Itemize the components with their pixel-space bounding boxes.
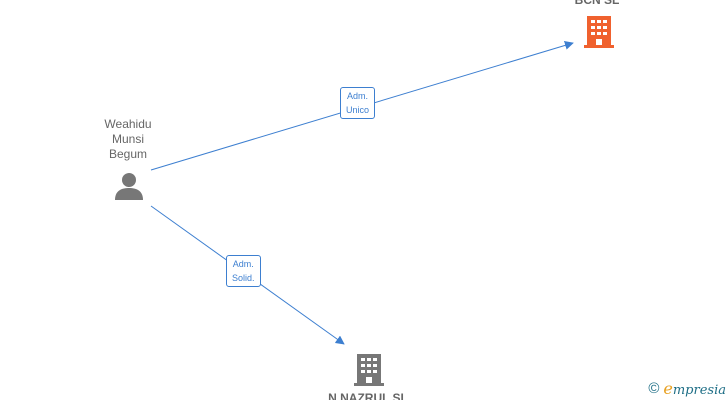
person-name-line: Munsi [111, 132, 144, 146]
person-icon[interactable] [114, 172, 144, 201]
company-top-name-label[interactable]: BCN SL [574, 0, 620, 7]
brand-logo: empresia [663, 379, 726, 398]
edge-label-adm-solid[interactable]: Adm. Solid. [226, 255, 261, 287]
person-name-line: Begum [108, 147, 148, 161]
company-bottom-name-label[interactable]: N NAZRUL SL [328, 391, 408, 400]
edge-label-adm-unico[interactable]: Adm. Unico [340, 87, 376, 119]
building-icon[interactable] [354, 352, 384, 386]
brand-name: mpresia [672, 383, 726, 398]
person-name-label: Weahidu Munsi Begum [104, 117, 151, 162]
brand-initial: e [663, 379, 673, 398]
copyright-icon: © [648, 380, 660, 397]
person-name-line: Weahidu [104, 117, 152, 131]
watermark: © empresia [648, 379, 726, 398]
building-icon[interactable] [584, 14, 614, 48]
